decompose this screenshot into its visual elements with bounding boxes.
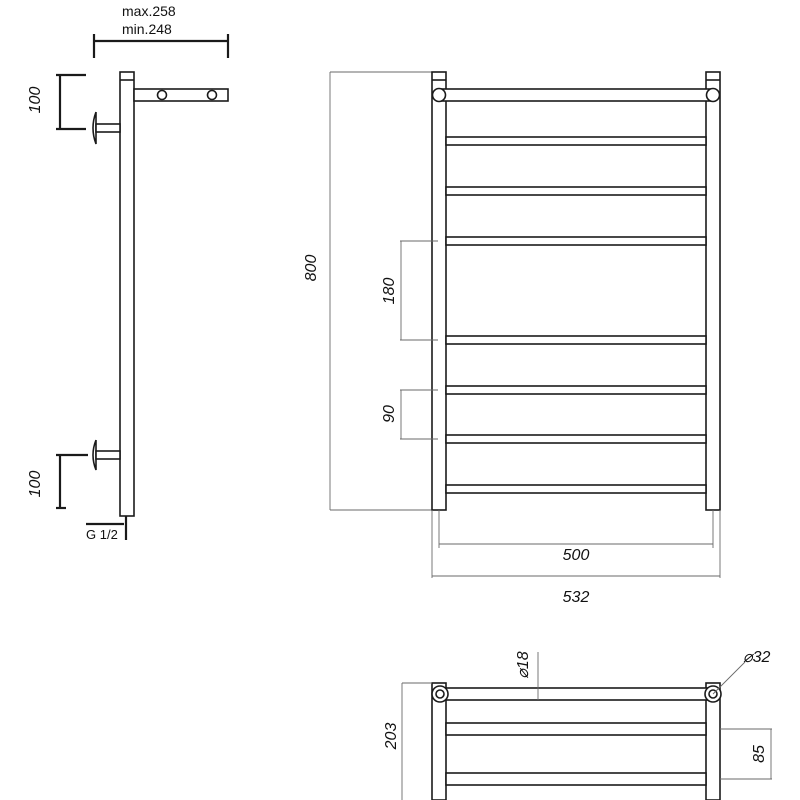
rail-bar-2 [445,186,707,196]
top-rail-end-left [431,87,447,103]
lower-wall-mount [92,439,97,471]
bar-diameter-label: ⌀18 [515,651,532,679]
outer-width-label: 532 [563,589,590,606]
shelf-spacing-label: 85 [751,745,768,763]
plan-post-left-outer [431,685,449,703]
lower-mount-pin [95,450,121,460]
inner-width-label: 500 [563,547,590,564]
plan-bar-2 [445,772,707,786]
rail-bar-4 [445,335,707,345]
rail-bar-5 [445,385,707,395]
side-view: max.258 min.248 100 100 G 1/2 [27,3,230,542]
diameter-32-leader [712,661,746,695]
plan-post-left-inner [435,689,445,699]
left-post [431,71,447,511]
side-post [119,71,135,517]
bottom-offset-label: 100 [27,471,44,498]
plan-depth-label: 203 [383,723,400,751]
depth-min-label: min.248 [122,21,172,37]
top-bracket [133,88,229,102]
thread-label: G 1/2 [86,527,118,542]
post-diameter-label: ⌀32 [743,649,771,666]
plan-right-post [705,682,721,800]
bracket-hole-2 [206,89,218,101]
spacing-large-label: 180 [381,278,398,305]
top-offset-label: 100 [27,87,44,114]
top-view: ⌀18 ⌀32 203 85 [383,649,772,800]
right-post [705,71,721,511]
upper-wall-mount [92,111,97,145]
top-rail-end-right [705,87,721,103]
upper-mount-pin [95,123,121,133]
plan-bar-1 [445,722,707,736]
plan-left-post [431,682,447,800]
rail-bar-6 [445,434,707,444]
rail-bar-3 [445,236,707,246]
height-label: 800 [303,255,320,282]
rail-bar-1 [445,136,707,146]
front-view: 800 180 90 500 [303,71,721,606]
spacing-small-label: 90 [381,405,398,423]
plan-top-rail [439,687,714,701]
bracket-hole-1 [156,89,168,101]
plan-post-right-inner [708,689,718,699]
top-rail [438,88,714,102]
rail-bar-7 [445,484,707,494]
depth-max-label: max.258 [122,3,176,19]
